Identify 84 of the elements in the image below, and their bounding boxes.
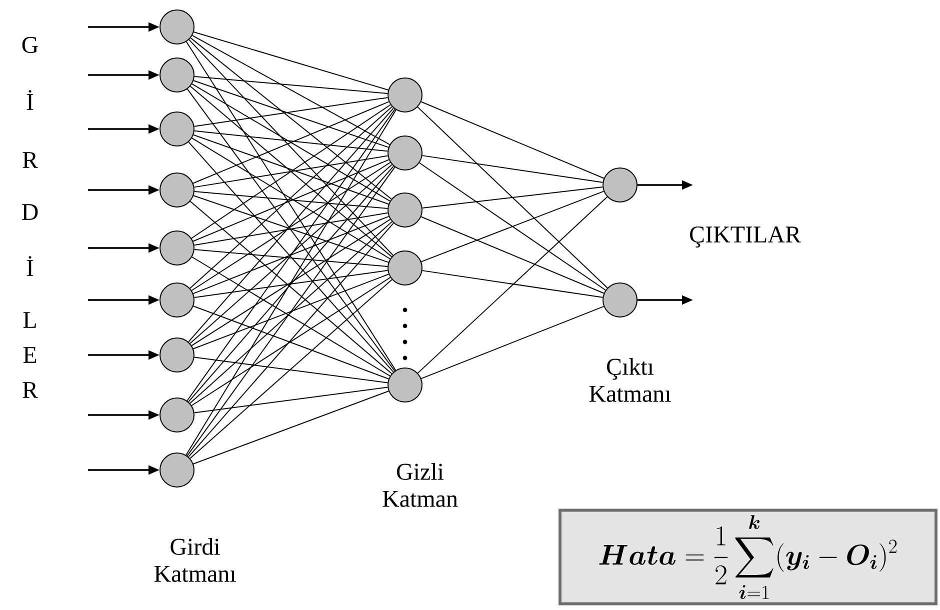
vertical-letter: R xyxy=(22,382,38,398)
neuron-circle xyxy=(160,172,194,208)
connection-line xyxy=(191,138,391,260)
vertical-letter: İ xyxy=(26,256,34,276)
vertical-letter: İ xyxy=(26,90,34,110)
neuron-circle xyxy=(160,338,194,372)
connection-line xyxy=(186,109,396,456)
connection-line xyxy=(194,249,388,267)
connection-line xyxy=(194,212,388,246)
connection-line xyxy=(194,386,388,414)
connection-line xyxy=(193,32,389,90)
connection-line xyxy=(194,191,388,209)
connection-line xyxy=(188,142,394,372)
connection-line xyxy=(193,195,389,263)
connection-line xyxy=(192,390,390,464)
connection-line xyxy=(188,39,394,256)
connection-line xyxy=(417,106,608,288)
neuron-circle xyxy=(388,367,422,402)
connection-line xyxy=(191,162,391,291)
layer-label: ÇIKTILAR xyxy=(690,226,801,248)
connection-line xyxy=(192,274,390,350)
connection-line xyxy=(420,306,604,380)
connection-line xyxy=(191,276,391,406)
connection-line xyxy=(194,76,388,94)
connection-line xyxy=(193,80,389,148)
connection-line xyxy=(420,190,604,262)
connection-line xyxy=(186,108,396,402)
connection-line xyxy=(188,108,394,342)
connection-line xyxy=(186,166,396,456)
neuron-circle xyxy=(602,168,638,202)
connection-line xyxy=(190,37,392,200)
connection-line xyxy=(190,106,392,289)
connection-line xyxy=(194,130,388,152)
neuron-circle xyxy=(388,192,422,228)
connection-line xyxy=(418,162,606,291)
layer-label: Çıktı Katmanı xyxy=(589,358,671,402)
neuron-circle xyxy=(602,282,638,318)
connection-line xyxy=(190,86,392,258)
formula-box: $\bm{Hata} = \frac{1}{2}\sum_{\bm{i}=1}^{\bm{k}}(\bm{y_i} - \bm{O_i})^2$ xyxy=(558,508,938,606)
connection-line xyxy=(192,83,390,202)
vertical-letter: D xyxy=(22,204,38,220)
connection-line xyxy=(422,155,604,183)
connection-line xyxy=(190,200,392,374)
connection-line xyxy=(422,270,604,298)
connection-line xyxy=(192,256,390,376)
neuron-circle xyxy=(160,112,194,146)
connection-line xyxy=(192,101,390,184)
neuron-circle xyxy=(388,136,422,170)
layer-label: Gizli Katman xyxy=(382,463,458,507)
connection-line xyxy=(194,356,388,384)
vertical-letter: E xyxy=(23,347,36,363)
neuron-circle xyxy=(160,58,194,92)
vertical-letter: R xyxy=(22,152,38,168)
connection-line xyxy=(420,101,604,179)
connection-line xyxy=(192,34,390,146)
connection-line xyxy=(191,218,391,346)
connection-line xyxy=(188,166,394,402)
vertical-letter: G xyxy=(22,36,38,54)
connection-line xyxy=(420,216,604,294)
neuron-circle xyxy=(160,452,194,488)
connection-line xyxy=(190,221,392,404)
connection-line xyxy=(192,306,390,380)
connection-line xyxy=(190,279,392,459)
connection-line xyxy=(194,97,388,127)
connection-line xyxy=(186,41,396,371)
neuron-circle xyxy=(160,397,194,432)
neuron-circle xyxy=(160,10,194,44)
neuron-circle xyxy=(160,282,194,318)
connection-line xyxy=(192,159,390,242)
connection-line xyxy=(193,134,390,205)
connection-line xyxy=(190,164,392,344)
neuron-circle xyxy=(388,250,422,286)
connection-line xyxy=(417,196,608,374)
connection-line xyxy=(188,222,394,458)
layer-label: Girdi Katmanı xyxy=(154,538,236,582)
neuron-circle xyxy=(160,230,194,266)
connection-line xyxy=(192,216,390,294)
neuron-circle xyxy=(388,78,422,112)
connection-line xyxy=(194,155,388,188)
vertical-letter: L xyxy=(23,312,36,328)
connection-line xyxy=(422,186,604,208)
connection-line xyxy=(191,104,391,239)
connection-line xyxy=(186,88,396,372)
connection-line xyxy=(194,270,388,298)
